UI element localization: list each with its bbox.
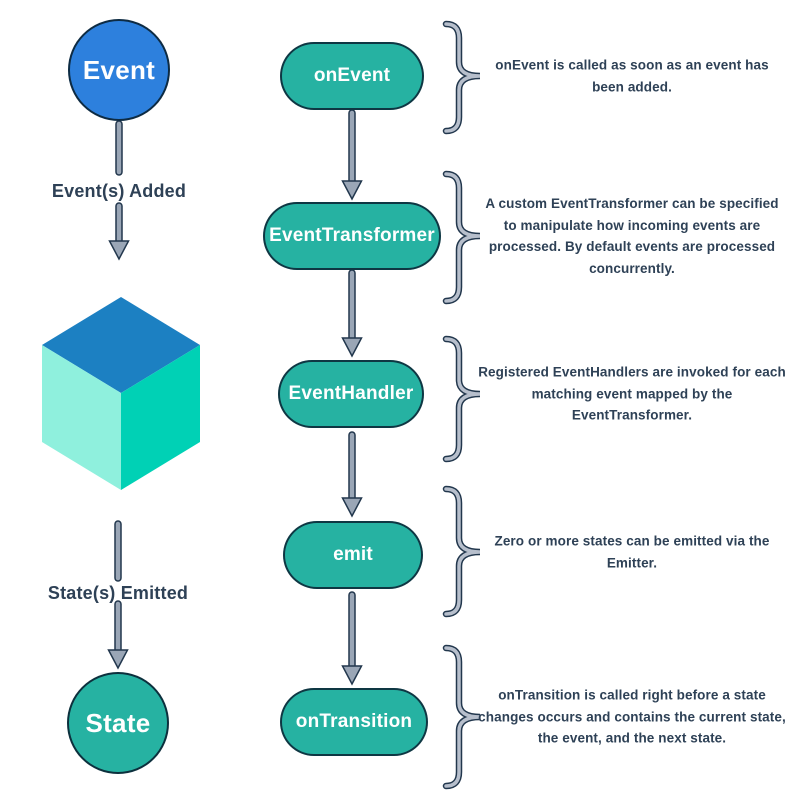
pipeline-node-eventtransformer: EventTransformer (263, 202, 441, 270)
event-node-label: Event (82, 54, 156, 85)
annotation-ontransition: onTransition is called right before a st… (478, 687, 786, 746)
cube-right-face (121, 345, 200, 490)
brace-emit (442, 485, 481, 618)
annotation-emit: Zero or more states can be emitted via t… (494, 533, 770, 570)
brace-ontransition (442, 644, 481, 790)
state-node-label: State (85, 707, 151, 738)
pipeline-node-ontransition: onTransition (280, 688, 428, 756)
annotation-onevent: onEvent is called as soon as an event ha… (495, 57, 769, 94)
annotation-eventtransformer: A custom EventTransformer can be specifi… (485, 195, 779, 276)
pipeline-node-onevent: onEvent (280, 42, 424, 110)
brace-eventtransformer (442, 170, 481, 305)
pipeline-arrow-1 (341, 109, 363, 201)
cube-top-face (42, 297, 200, 393)
brace-eventhandler (442, 335, 481, 463)
cube-left-face (42, 345, 121, 490)
state-node: State (67, 672, 169, 774)
pipeline-node-eventhandler: EventHandler (278, 360, 424, 428)
annotation-eventhandler: Registered EventHandlers are invoked for… (478, 364, 786, 423)
brace-onevent (442, 20, 481, 135)
pipeline-arrow-3 (341, 431, 363, 518)
bloc-cube-icon (42, 297, 200, 490)
pipeline-node-emit: emit (283, 521, 423, 589)
event-added-label: Event(s) Added (51, 181, 187, 201)
event-node: Event (68, 19, 170, 121)
state-emitted-label: State(s) Emitted (47, 583, 189, 603)
pipeline-arrow-2 (341, 269, 363, 358)
pipeline-arrow-4 (341, 591, 363, 686)
